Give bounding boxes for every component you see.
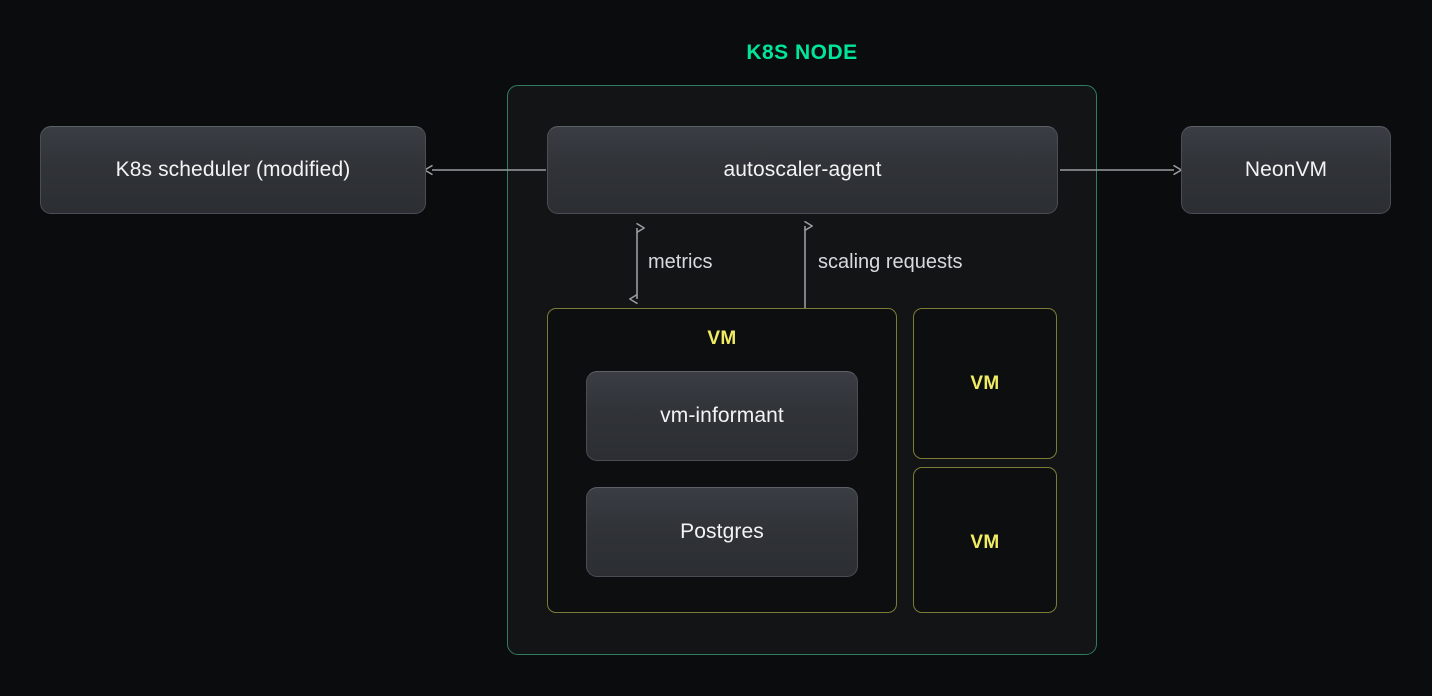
vm-side-box-2[interactable]	[913, 467, 1057, 613]
page-title: K8S NODE	[746, 41, 858, 64]
vm-informant-box[interactable]: vm-informant	[586, 371, 858, 461]
k8s-scheduler-box[interactable]: K8s scheduler (modified)	[40, 126, 426, 214]
vm-side-label-2: VM	[970, 532, 1000, 553]
autoscaler-agent-box[interactable]: autoscaler-agent	[547, 126, 1058, 214]
vm-side-label-1: VM	[970, 373, 1000, 394]
vm-main-label: VM	[707, 328, 737, 349]
edge-label-scaling-requests: scaling requests	[818, 251, 963, 273]
postgres-box[interactable]: Postgres	[586, 487, 858, 577]
neonvm-box[interactable]: NeonVM	[1181, 126, 1391, 214]
vm-side-box-1[interactable]	[913, 308, 1057, 459]
edge-label-metrics: metrics	[648, 251, 713, 273]
